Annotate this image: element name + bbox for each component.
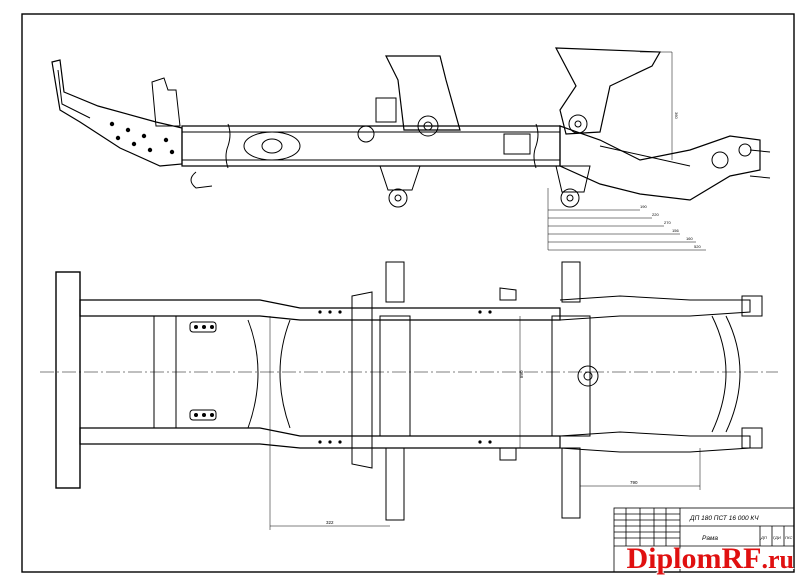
plan-view xyxy=(40,261,778,521)
drawing-frame xyxy=(21,13,795,573)
dim-label: 270 xyxy=(664,220,671,225)
dim-track: 890 xyxy=(519,370,524,378)
title-block-text: ДП 180 ПСТ 16 000 КЧ Рама ДП ГДИ ГКС xyxy=(689,515,792,542)
side-view-dimensions xyxy=(547,51,706,251)
drawing-name: Рама xyxy=(702,535,718,542)
dim-label: 520 xyxy=(694,244,701,249)
dim-right-offset: 790 xyxy=(630,480,638,485)
plan-view-dimensions xyxy=(269,316,701,530)
plan-view-dim-labels: 890 322 790 xyxy=(326,370,638,525)
watermark-tld: .ru xyxy=(761,545,795,574)
side-view-dim-labels: 360 190 220 270 156 160 520 xyxy=(640,112,701,249)
diplomrf-watermark: DiplomRF.ru xyxy=(627,542,795,576)
drawing-designation: ДП 180 ПСТ 16 000 КЧ xyxy=(689,515,759,522)
sheet-mark: ГКС xyxy=(785,535,792,540)
side-view xyxy=(51,47,771,208)
dim-label: 190 xyxy=(640,204,647,209)
dim-label: 220 xyxy=(652,212,659,217)
dim-label: 160 xyxy=(686,236,693,241)
dim-label: 156 xyxy=(672,228,679,233)
dim-label: 360 xyxy=(674,112,679,119)
watermark-brand: DiplomRF xyxy=(626,542,762,575)
title-block xyxy=(613,507,795,573)
sheet-mark: ГДИ xyxy=(773,535,781,540)
sheet-mark: ДП xyxy=(760,535,767,540)
dim-left-offset: 322 xyxy=(326,520,334,525)
